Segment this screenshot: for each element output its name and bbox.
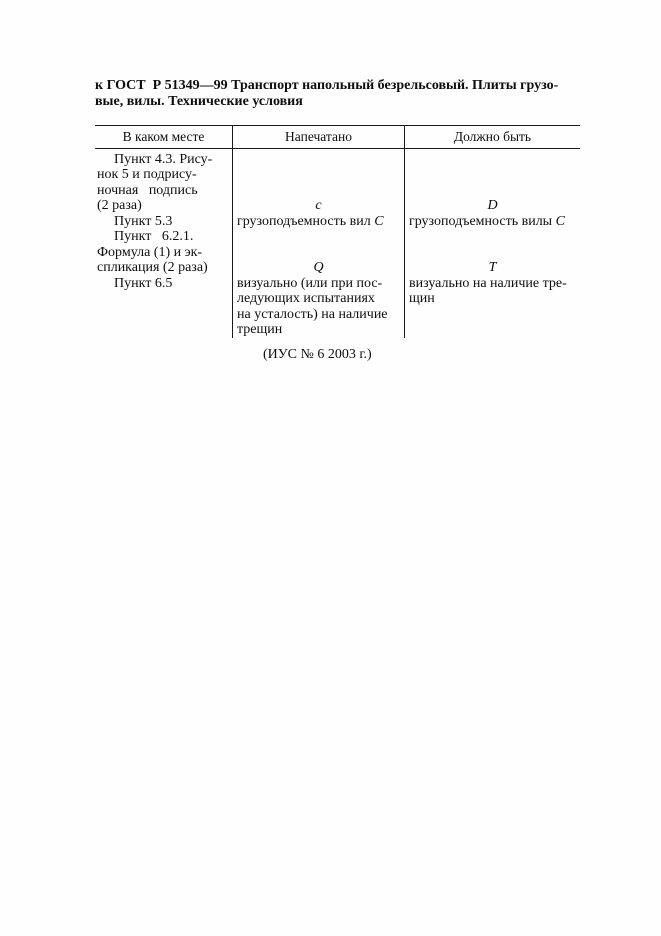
should-be-text: грузоподъемность вилы bbox=[409, 213, 556, 229]
table-row: Пункт 5.3 грузоподъемность вил С грузопо… bbox=[95, 213, 580, 229]
place-cell: Пункт 6.2.1. Формула (1) и эк- спликация… bbox=[97, 229, 208, 275]
printed-cell: визуально (или при пос- ледующих испытан… bbox=[232, 275, 405, 338]
document-title: к ГОСТ Р 51349—99 Транспорт напольный бе… bbox=[95, 78, 559, 109]
variable-letter: С bbox=[555, 213, 565, 229]
page-content: к ГОСТ Р 51349—99 Транспорт напольный бе… bbox=[95, 78, 580, 363]
should-be-cell: визуально на наличие тре- щин bbox=[404, 275, 580, 338]
should-be-cell: D bbox=[404, 148, 580, 214]
column-header-printed: Напечатано bbox=[232, 125, 405, 149]
printed-cell: грузоподъемность вил С bbox=[232, 213, 405, 229]
table-header-row: В каком месте Напечатано Должно быть bbox=[95, 125, 580, 149]
variable-letter: С bbox=[374, 213, 384, 229]
table-row: Пункт 6.2.1. Формула (1) и эк- спликация… bbox=[95, 229, 580, 276]
source-note: (ИУС № 6 2003 г.) bbox=[263, 346, 372, 362]
table-row: Пункт 6.5 визуально (или при пос- ледующ… bbox=[95, 275, 580, 338]
corrections-table: В каком месте Напечатано Должно быть Пун… bbox=[95, 125, 580, 338]
place-cell: Пункт 4.3. Рису- нок 5 и подрису- ночная… bbox=[97, 151, 213, 214]
printed-cell: с bbox=[232, 148, 405, 214]
column-header-should-be: Должно быть bbox=[404, 125, 580, 149]
should-be-cell: Т bbox=[404, 229, 580, 276]
place-cell: Пункт 5.3 bbox=[114, 213, 173, 229]
should-be-cell: грузоподъемность вилы С bbox=[404, 213, 580, 229]
table-row: Пункт 4.3. Рису- нок 5 и подрису- ночная… bbox=[95, 148, 580, 214]
column-header-place: В каком месте bbox=[95, 125, 233, 149]
printed-cell: Q bbox=[232, 229, 405, 276]
printed-text: грузоподъемность вил bbox=[237, 213, 375, 229]
place-cell: Пункт 6.5 bbox=[114, 275, 173, 291]
